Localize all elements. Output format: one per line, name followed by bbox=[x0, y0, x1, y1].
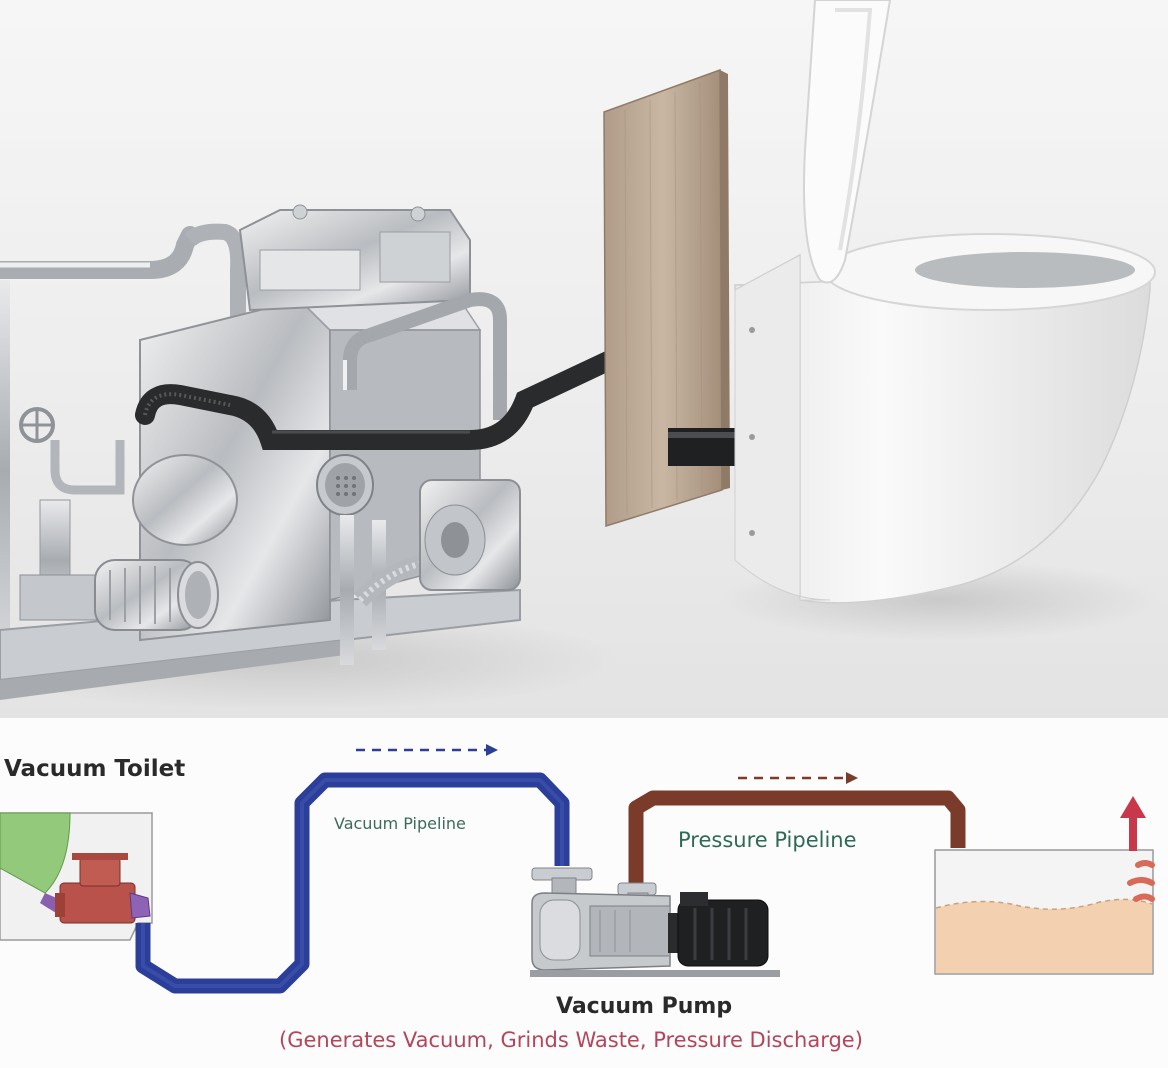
system-diagram: Vacuum Toilet Vacuum Pipeline Pressure P… bbox=[0, 718, 1168, 1068]
vacuum-pipeline-label: Vacuum Pipeline bbox=[334, 814, 466, 833]
pressure-flow-arrow bbox=[738, 772, 858, 784]
discharge-up-arrow bbox=[1120, 796, 1146, 851]
pressure-pipeline-label: Pressure Pipeline bbox=[678, 828, 857, 852]
vacuum-pipeline bbox=[135, 772, 570, 994]
vacuum-pump-label: Vacuum Pump bbox=[556, 994, 733, 1019]
diagram-graphics bbox=[0, 744, 1155, 994]
collection-tank bbox=[934, 849, 1154, 975]
vacuum-pump bbox=[530, 867, 780, 977]
vacuum-flow-arrow bbox=[356, 744, 498, 756]
pressure-pipeline bbox=[628, 790, 966, 883]
toilet-cutaway bbox=[0, 812, 153, 941]
equipment-photo bbox=[0, 0, 1168, 718]
vacuum-toilet-label: Vacuum Toilet bbox=[4, 756, 186, 782]
odor-marks bbox=[1127, 860, 1155, 902]
pump-description-label: (Generates Vacuum, Grinds Waste, Pressur… bbox=[279, 1028, 863, 1052]
